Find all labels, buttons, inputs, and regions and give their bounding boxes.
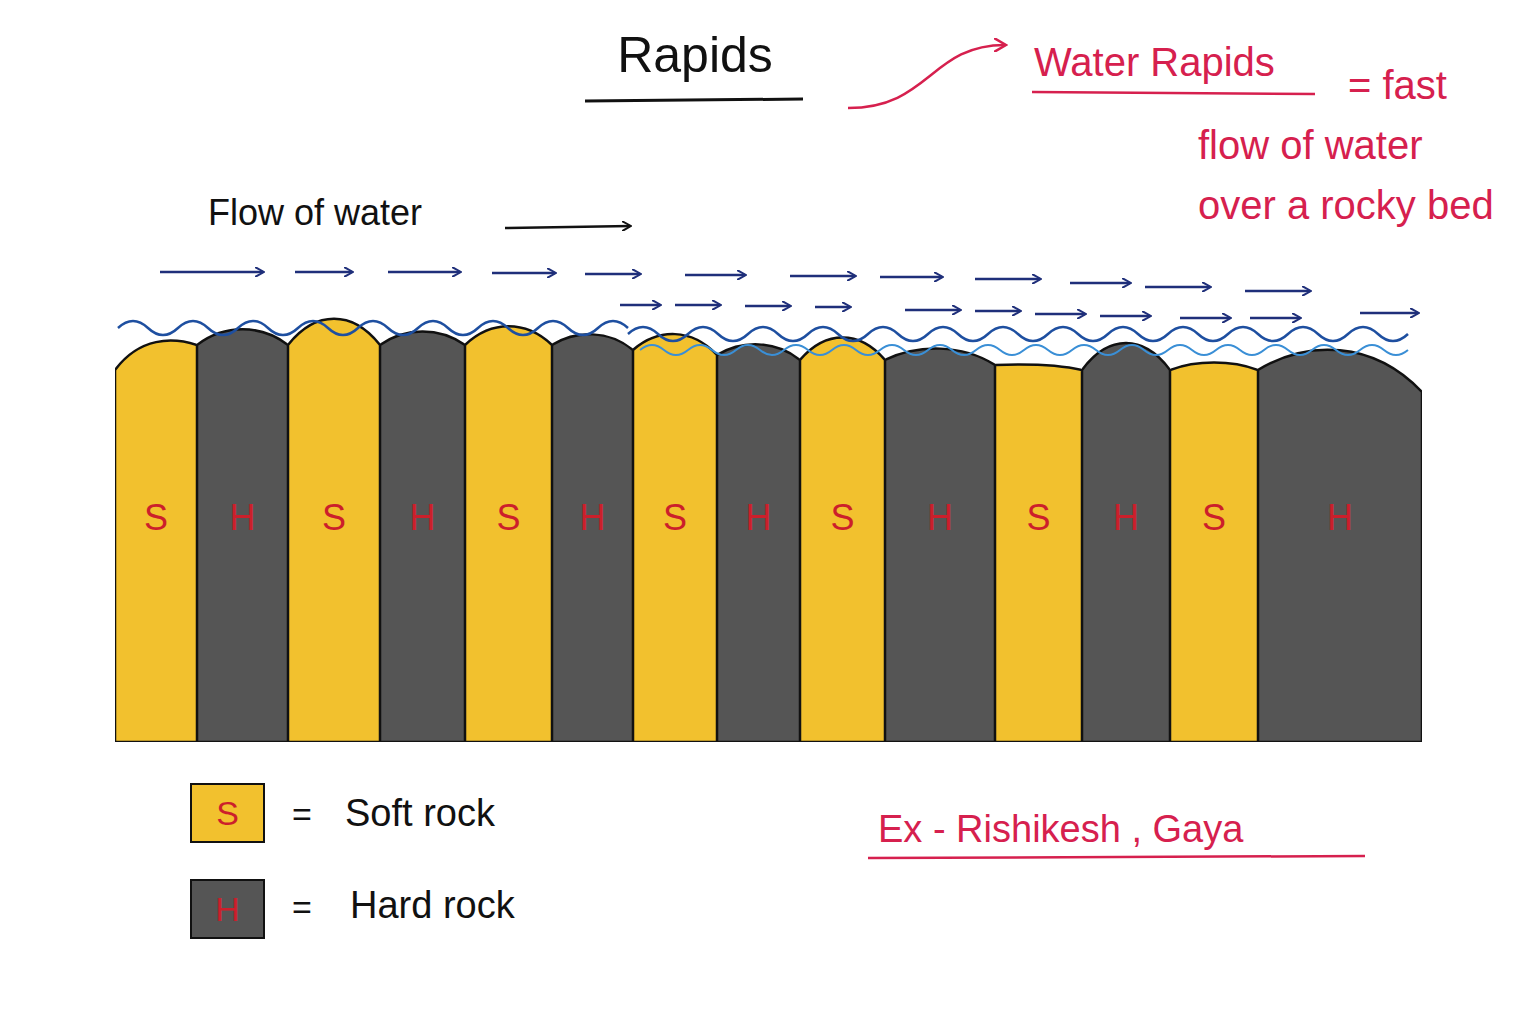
band-outline <box>288 319 380 742</box>
band-outline <box>717 344 800 742</box>
rock-letter: H <box>197 498 288 538</box>
band-outline <box>1170 363 1258 743</box>
rock-band: S <box>115 310 197 742</box>
water-wave <box>118 321 628 335</box>
rock-band: S <box>995 310 1082 742</box>
rock-letter: S <box>1170 498 1258 538</box>
rock-letter: H <box>1258 498 1422 538</box>
rock-band: H <box>885 310 995 742</box>
rock-band: S <box>1170 310 1258 742</box>
band-outline <box>1258 350 1422 742</box>
rock-band: S <box>465 310 552 742</box>
band-outline <box>995 365 1082 742</box>
band-outline <box>380 332 465 743</box>
rock-letter: H <box>380 498 465 538</box>
rock-band: H <box>717 310 800 742</box>
rock-letter: S <box>800 498 885 538</box>
rock-letter: S <box>995 498 1082 538</box>
swatch-letter: H <box>190 879 265 939</box>
title-underline <box>585 99 803 101</box>
flow-arrow <box>505 226 630 228</box>
rock-letter: S <box>465 498 552 538</box>
legend-text: Soft rock <box>345 792 605 835</box>
term-label: Water Rapids <box>1034 40 1334 85</box>
band-outline <box>1082 343 1170 742</box>
band-outline <box>465 326 552 742</box>
annotation-arrow <box>848 45 1005 108</box>
legend-text: Hard rock <box>350 884 610 927</box>
band-outline <box>885 349 995 742</box>
band-outline <box>633 334 717 742</box>
rock-band: H <box>197 310 288 742</box>
flow-label: Flow of water <box>208 192 498 234</box>
equals-sign: = <box>292 888 322 927</box>
rock-letter: H <box>717 498 800 538</box>
band-outline <box>552 334 633 742</box>
water-wave <box>628 327 1408 341</box>
rock-letter: S <box>633 498 717 538</box>
rock-letter: H <box>885 498 995 538</box>
rock-band: S <box>800 310 885 742</box>
rock-band: H <box>380 310 465 742</box>
equals-sign: = <box>292 795 322 834</box>
rock-band: H <box>1258 310 1422 742</box>
swatch-letter: S <box>190 783 265 843</box>
term-underline <box>1032 92 1315 94</box>
rock-band: S <box>633 310 717 742</box>
rock-band: H <box>1082 310 1170 742</box>
water-flow-arrows <box>160 272 1418 318</box>
definition-note: = fast flow of water over a rocky bed <box>1198 55 1506 235</box>
rock-letter: H <box>1082 498 1170 538</box>
example-underline <box>868 856 1365 858</box>
rock-letter: S <box>288 498 380 538</box>
band-outline <box>800 338 885 743</box>
rock-letter: S <box>115 498 197 538</box>
band-outline <box>115 341 197 742</box>
rock-band: S <box>288 310 380 742</box>
example-note: Ex - Rishikesh , Gaya <box>878 808 1378 851</box>
rock-letter: H <box>552 498 633 538</box>
diagram-title: Rapids <box>560 26 830 84</box>
band-outline <box>197 329 288 742</box>
rock-band: H <box>552 310 633 742</box>
